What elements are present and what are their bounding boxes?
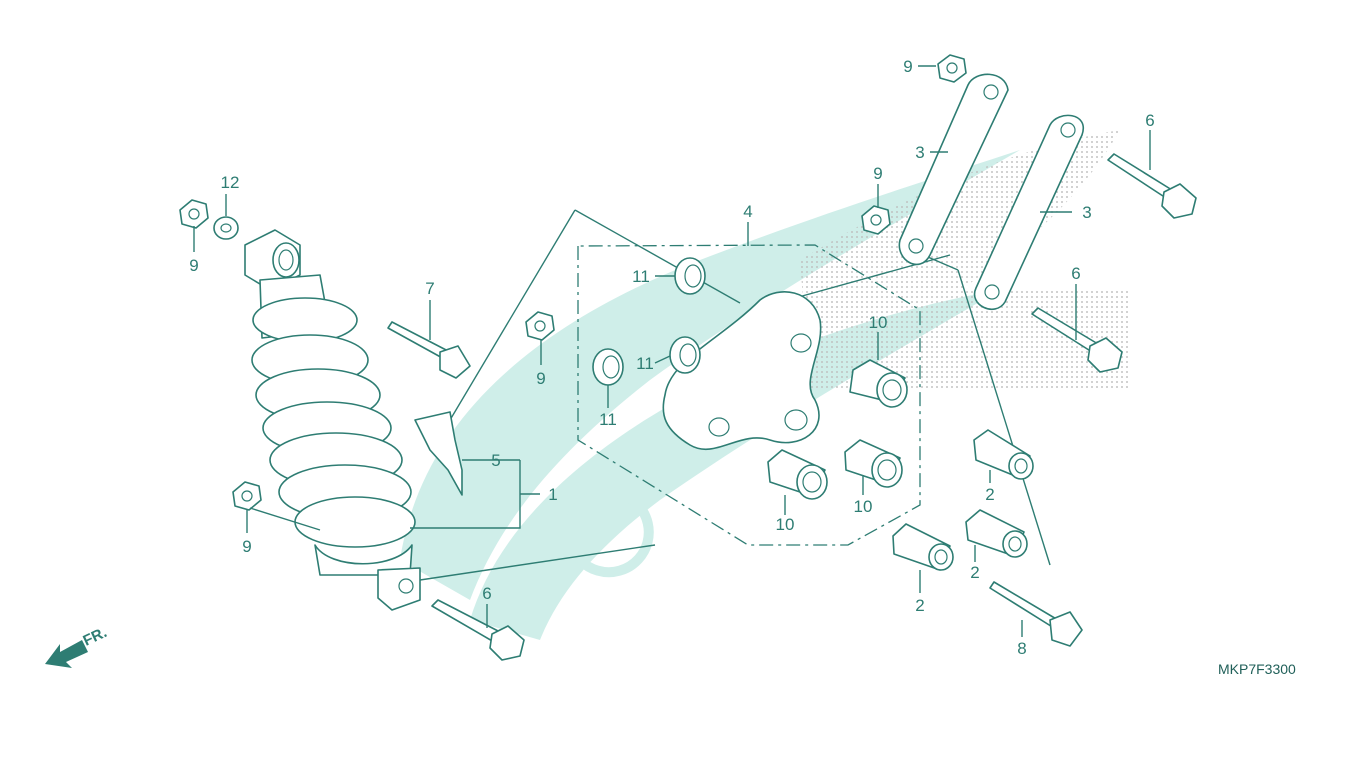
leader-lines xyxy=(193,65,1151,637)
callout-6: 6 xyxy=(1071,264,1080,283)
callout-2: 2 xyxy=(970,563,979,582)
bearing-10-right xyxy=(844,439,903,488)
nut-9-center xyxy=(525,311,555,341)
collar-2-upper xyxy=(973,429,1034,480)
shock-absorber xyxy=(244,229,421,611)
callout-1: 1 xyxy=(548,485,557,504)
nut-9-left-top xyxy=(179,199,209,229)
bearing-10-left xyxy=(767,449,828,500)
link-3-left xyxy=(898,73,1009,266)
callout-4: 4 xyxy=(743,202,752,221)
callout-3: 3 xyxy=(1082,203,1091,222)
bolt-6-lower xyxy=(1031,307,1123,373)
callout-10: 10 xyxy=(854,497,873,516)
diagram-code: MKP7F3300 xyxy=(1218,661,1296,677)
callout-8: 8 xyxy=(1017,639,1026,658)
damper-5 xyxy=(414,411,463,496)
nut-9-left-bottom xyxy=(232,481,262,511)
callout-2: 2 xyxy=(985,485,994,504)
callout-3: 3 xyxy=(915,143,924,162)
callout-6: 6 xyxy=(482,584,491,603)
bearing-10-upper xyxy=(849,359,908,408)
collar-2-low xyxy=(892,523,954,571)
callout-12: 12 xyxy=(221,173,240,192)
front-direction-label: FR. xyxy=(81,624,110,650)
callout-11: 11 xyxy=(632,267,650,286)
callout-6: 6 xyxy=(1145,111,1154,130)
framing-lines xyxy=(419,209,1051,581)
callout-9: 9 xyxy=(536,369,545,388)
callout-9: 9 xyxy=(189,256,198,275)
seal-11-mid xyxy=(669,336,701,374)
collar-2-mid xyxy=(965,509,1028,558)
assembly-box-4 xyxy=(577,244,921,546)
bolt-8 xyxy=(989,581,1083,647)
callout-10: 10 xyxy=(869,313,888,332)
nut-9-mid-right xyxy=(861,205,891,235)
nut-9-top-right xyxy=(937,54,967,83)
bolt-6-bottom xyxy=(431,599,525,661)
callout-9: 9 xyxy=(903,57,912,76)
bolt-6-upper xyxy=(1107,153,1197,219)
callout-11: 11 xyxy=(636,354,654,373)
bolt-7 xyxy=(387,321,471,379)
callout-10: 10 xyxy=(776,515,795,534)
callout-5: 5 xyxy=(491,451,500,470)
callout-9: 9 xyxy=(873,164,882,183)
callout-7: 7 xyxy=(425,279,434,298)
callout-9: 9 xyxy=(242,537,251,556)
callout-2: 2 xyxy=(915,596,924,615)
link-3-right xyxy=(973,114,1085,311)
seal-11-top xyxy=(674,257,706,295)
front-direction-arrow xyxy=(45,640,88,668)
seal-11-left xyxy=(592,348,624,386)
rocker-arm-4 xyxy=(662,291,822,451)
callout-11: 11 xyxy=(599,410,617,429)
washer-12 xyxy=(213,216,239,240)
